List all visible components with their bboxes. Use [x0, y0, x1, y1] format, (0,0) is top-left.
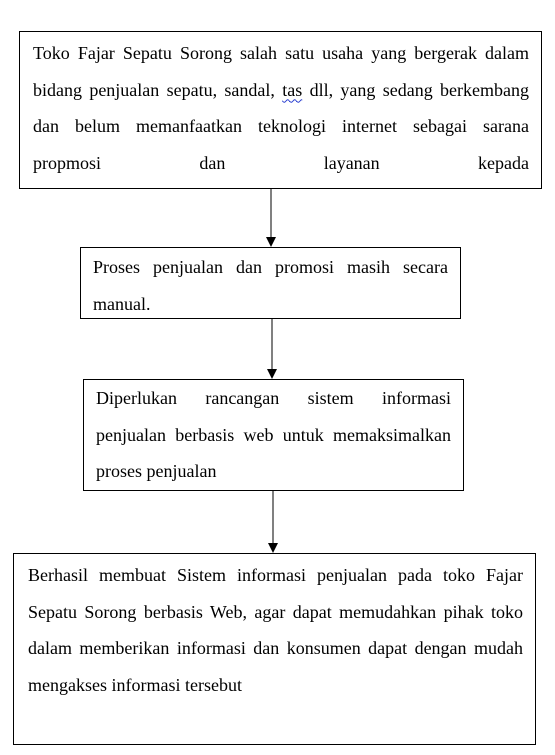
flow-box-result: Berhasil membuat Sistem informasi penjua…: [13, 553, 536, 745]
box1-text-before: Toko Fajar Sepatu Sorong salah satu usah…: [33, 43, 529, 100]
arrow-2-to-3: [267, 319, 277, 379]
spellcheck-flagged-word: tas: [282, 79, 303, 100]
flow-box-solution-text: Diperlukan rancangan sistem informasi pe…: [96, 388, 451, 481]
arrow-3-to-4: [268, 491, 278, 553]
flow-box-problem: Proses penjualan dan promosi masih secar…: [80, 247, 461, 319]
flow-box-background-text: Toko Fajar Sepatu Sorong salah satu usah…: [33, 35, 529, 181]
flow-box-problem-text: Proses penjualan dan promosi masih secar…: [93, 257, 448, 314]
flow-box-solution: Diperlukan rancangan sistem informasi pe…: [83, 379, 464, 491]
flow-box-background: Toko Fajar Sepatu Sorong salah satu usah…: [19, 31, 542, 189]
arrow-1-to-2: [266, 189, 276, 247]
box1-text-after: dll, yang sedang berkembang dan belum me…: [33, 79, 529, 173]
flow-box-result-text: Berhasil membuat Sistem informasi penjua…: [28, 565, 523, 695]
